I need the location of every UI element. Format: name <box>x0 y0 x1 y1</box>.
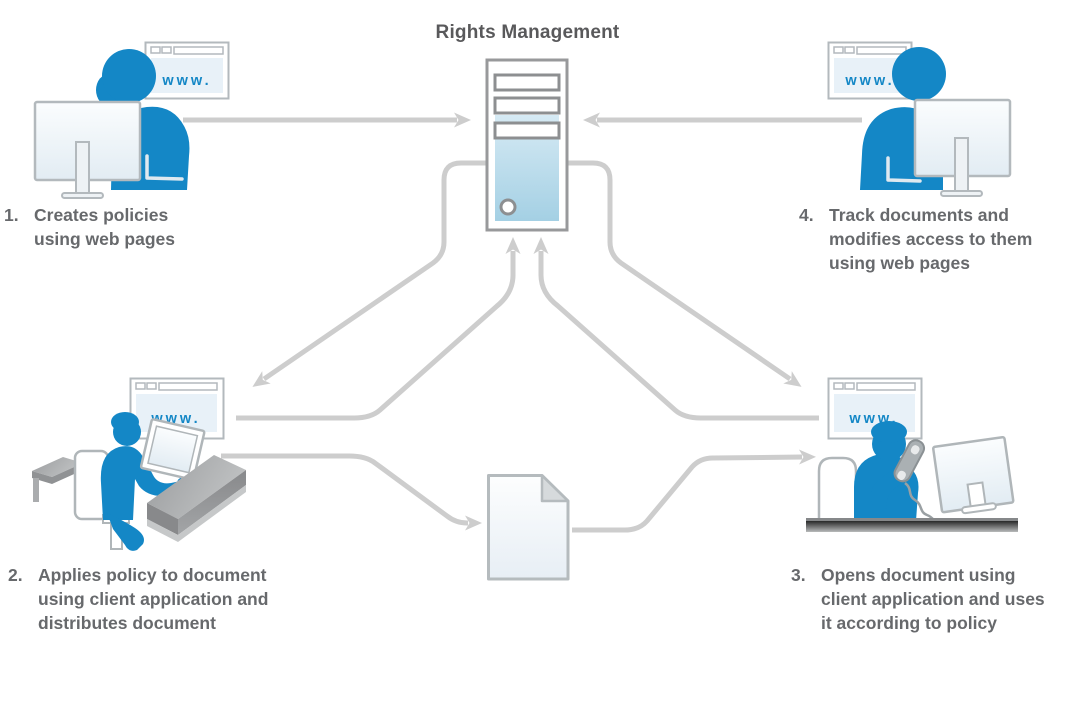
browser-window-icon: www. <box>827 377 923 440</box>
server-slot <box>493 96 561 115</box>
www-label: www. <box>161 73 211 89</box>
person-head <box>102 49 156 103</box>
monitor-base <box>940 190 983 197</box>
arrow-server-to-user3-browser <box>567 160 802 387</box>
arrow-user2-to-server <box>236 237 521 421</box>
document-icon <box>487 474 570 581</box>
step-4-label: 4. Track documents and modifies access t… <box>799 203 1032 275</box>
person-body <box>100 446 197 520</box>
server-icon <box>485 58 569 232</box>
diagram-title: Rights Management <box>435 22 620 43</box>
step-3-label: 3. Opens document using client applicati… <box>791 563 1045 635</box>
person-icon <box>854 421 919 521</box>
monitor-stand <box>75 141 90 196</box>
monitor-icon <box>139 418 206 481</box>
arrow-document-to-user3 <box>572 449 816 533</box>
step-number: 3. <box>791 565 806 585</box>
phone-icon <box>893 439 926 483</box>
person-head <box>113 418 141 446</box>
person-arm-line <box>886 156 922 183</box>
user-3-scene: www. <box>806 377 1018 532</box>
step-number: 4. <box>799 205 814 225</box>
step-1-label: 1. Creates policies using web pages <box>4 203 175 251</box>
www-label: www. <box>844 73 894 89</box>
monitor-base <box>61 192 104 199</box>
person-icon <box>100 412 199 551</box>
user-4-scene: www. <box>827 41 1012 197</box>
monitor-icon <box>913 98 1012 197</box>
connection-arrows <box>183 112 862 533</box>
step-text: Opens document using client application … <box>821 565 1045 633</box>
person-leg <box>107 513 144 551</box>
monitor-icon <box>33 100 142 199</box>
monitor-base <box>961 502 997 515</box>
step-2-label: 2. Applies policy to document using clie… <box>8 563 268 635</box>
arrow-user2-to-document <box>221 453 482 531</box>
step-text: Applies policy to document using client … <box>38 565 269 633</box>
person-arm-line <box>145 154 184 181</box>
desk-icon <box>806 518 1018 532</box>
step-text: Creates policies using web pages <box>34 205 175 249</box>
server-slot <box>493 121 561 140</box>
desk-icon <box>147 455 246 542</box>
step-text: Track documents and modifies access to t… <box>829 205 1033 273</box>
step-number: 2. <box>8 565 23 585</box>
monitor-icon <box>932 435 1015 515</box>
arrow-user3-to-server <box>533 237 819 421</box>
document-fold-corner <box>540 474 570 503</box>
monitor-stand <box>954 137 969 194</box>
user-1-scene: www. <box>33 41 230 199</box>
person-hair <box>871 421 907 443</box>
server-power-button <box>499 198 517 216</box>
browser-window-icon: www. <box>144 41 230 100</box>
arrow-server-to-user2-browser <box>252 160 487 387</box>
server-slot <box>493 73 561 92</box>
chair-icon <box>817 456 858 523</box>
user-2-scene: www. <box>32 377 246 551</box>
step-number: 1. <box>4 205 19 225</box>
person-head <box>892 47 946 101</box>
